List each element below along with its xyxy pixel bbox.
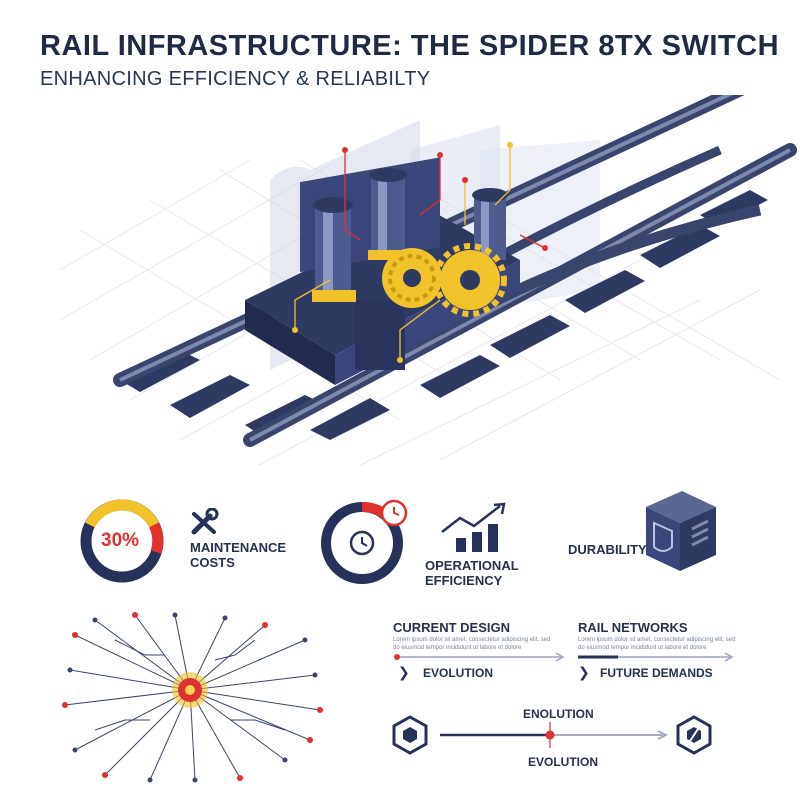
- maintenance-donut: [80, 499, 164, 583]
- maintenance-label: MAINTENANCE COSTS: [190, 540, 287, 570]
- rail-networks-body: Lorem ipsum dolor sit amet, consectetur …: [578, 637, 736, 651]
- timeline-bottom-label: EVOLUTION: [528, 755, 599, 769]
- network-hub-graphic: [62, 612, 323, 783]
- chevron-right-icon: ❯: [578, 664, 590, 680]
- wrench-screwdriver-icon: [191, 508, 219, 535]
- shield-cube-icon: [646, 491, 716, 571]
- rising-bar-chart-icon: [441, 502, 506, 552]
- timeline-top-label: ENOLUTION: [523, 707, 594, 721]
- trace-nodes: [292, 142, 548, 363]
- rail-switch-illustration: [59, 95, 797, 465]
- page-title: RAIL INFRASTRUCTURE: THE SPIDER 8TX SWIT…: [40, 30, 780, 62]
- gears: [382, 243, 507, 317]
- circuit-traces: [294, 145, 546, 360]
- evolution-timeline: [392, 715, 712, 755]
- rail-networks-title: RAIL NETWORKS: [578, 620, 688, 635]
- durability-label: DURABILITY: [568, 542, 647, 557]
- efficiency-label: OPERATIONAL EFFICIENCY: [425, 558, 519, 588]
- rail-networks-arrow-label: FUTURE DEMANDS: [600, 666, 713, 680]
- current-design-title: CURRENT DESIGN: [393, 620, 511, 635]
- current-design-body: Lorem ipsum dolor sit amet, consectetur …: [393, 637, 551, 651]
- chevron-right-icon: ❯: [398, 664, 410, 680]
- current-design-arrow: [394, 652, 565, 662]
- rail-networks-arrow: [578, 652, 734, 662]
- maintenance-percent: 30%: [101, 530, 140, 551]
- hydraulic-cylinders: [312, 168, 508, 302]
- efficiency-gauge: [321, 499, 408, 584]
- page-subtitle: ENHANCING EFFICIENCY & RELIABILTY: [40, 68, 431, 90]
- current-design-arrow-label: EVOLUTION: [423, 666, 494, 680]
